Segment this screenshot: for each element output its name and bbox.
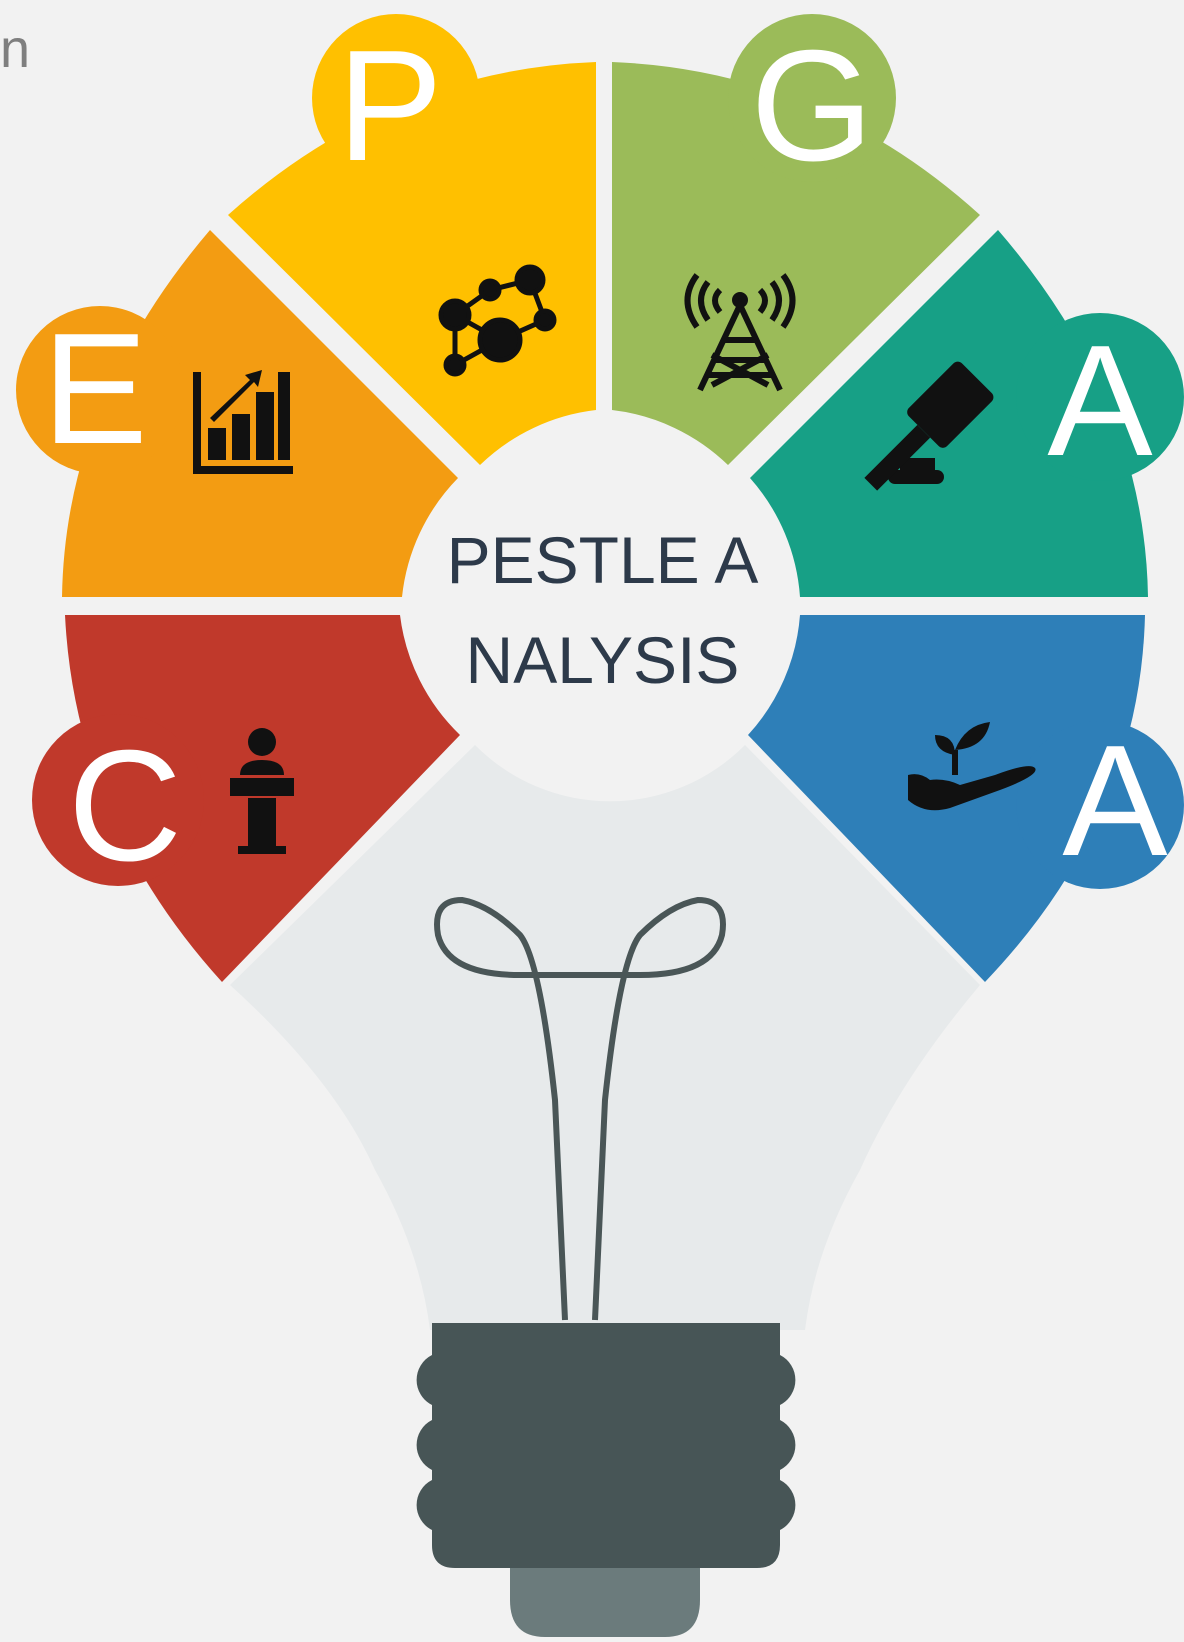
bulb-base	[416, 1323, 796, 1637]
segment-letter-c: C	[68, 718, 182, 894]
segment-letter-g: G	[751, 18, 874, 194]
segment-p	[228, 14, 596, 465]
center-label: PESTLE ANALYSIS	[446, 523, 759, 697]
gavel-icon	[864, 361, 994, 491]
segment-letter-e: E	[42, 301, 147, 477]
speaker-podium-icon	[230, 728, 294, 854]
segment-letter-p: P	[337, 18, 442, 194]
center-circle	[418, 420, 788, 790]
bulb-filament	[434, 896, 726, 1321]
network-icon	[438, 264, 557, 377]
segment-g	[612, 14, 980, 465]
bulb-glass	[230, 745, 980, 1330]
segment-letter-a1: A	[1047, 313, 1153, 489]
corner-text: n	[0, 19, 31, 79]
segment-letter-a2: A	[1062, 713, 1168, 889]
radio-tower-icon	[684, 273, 796, 392]
growth-chart-icon	[193, 370, 293, 474]
hand-plant-icon	[908, 722, 1036, 811]
